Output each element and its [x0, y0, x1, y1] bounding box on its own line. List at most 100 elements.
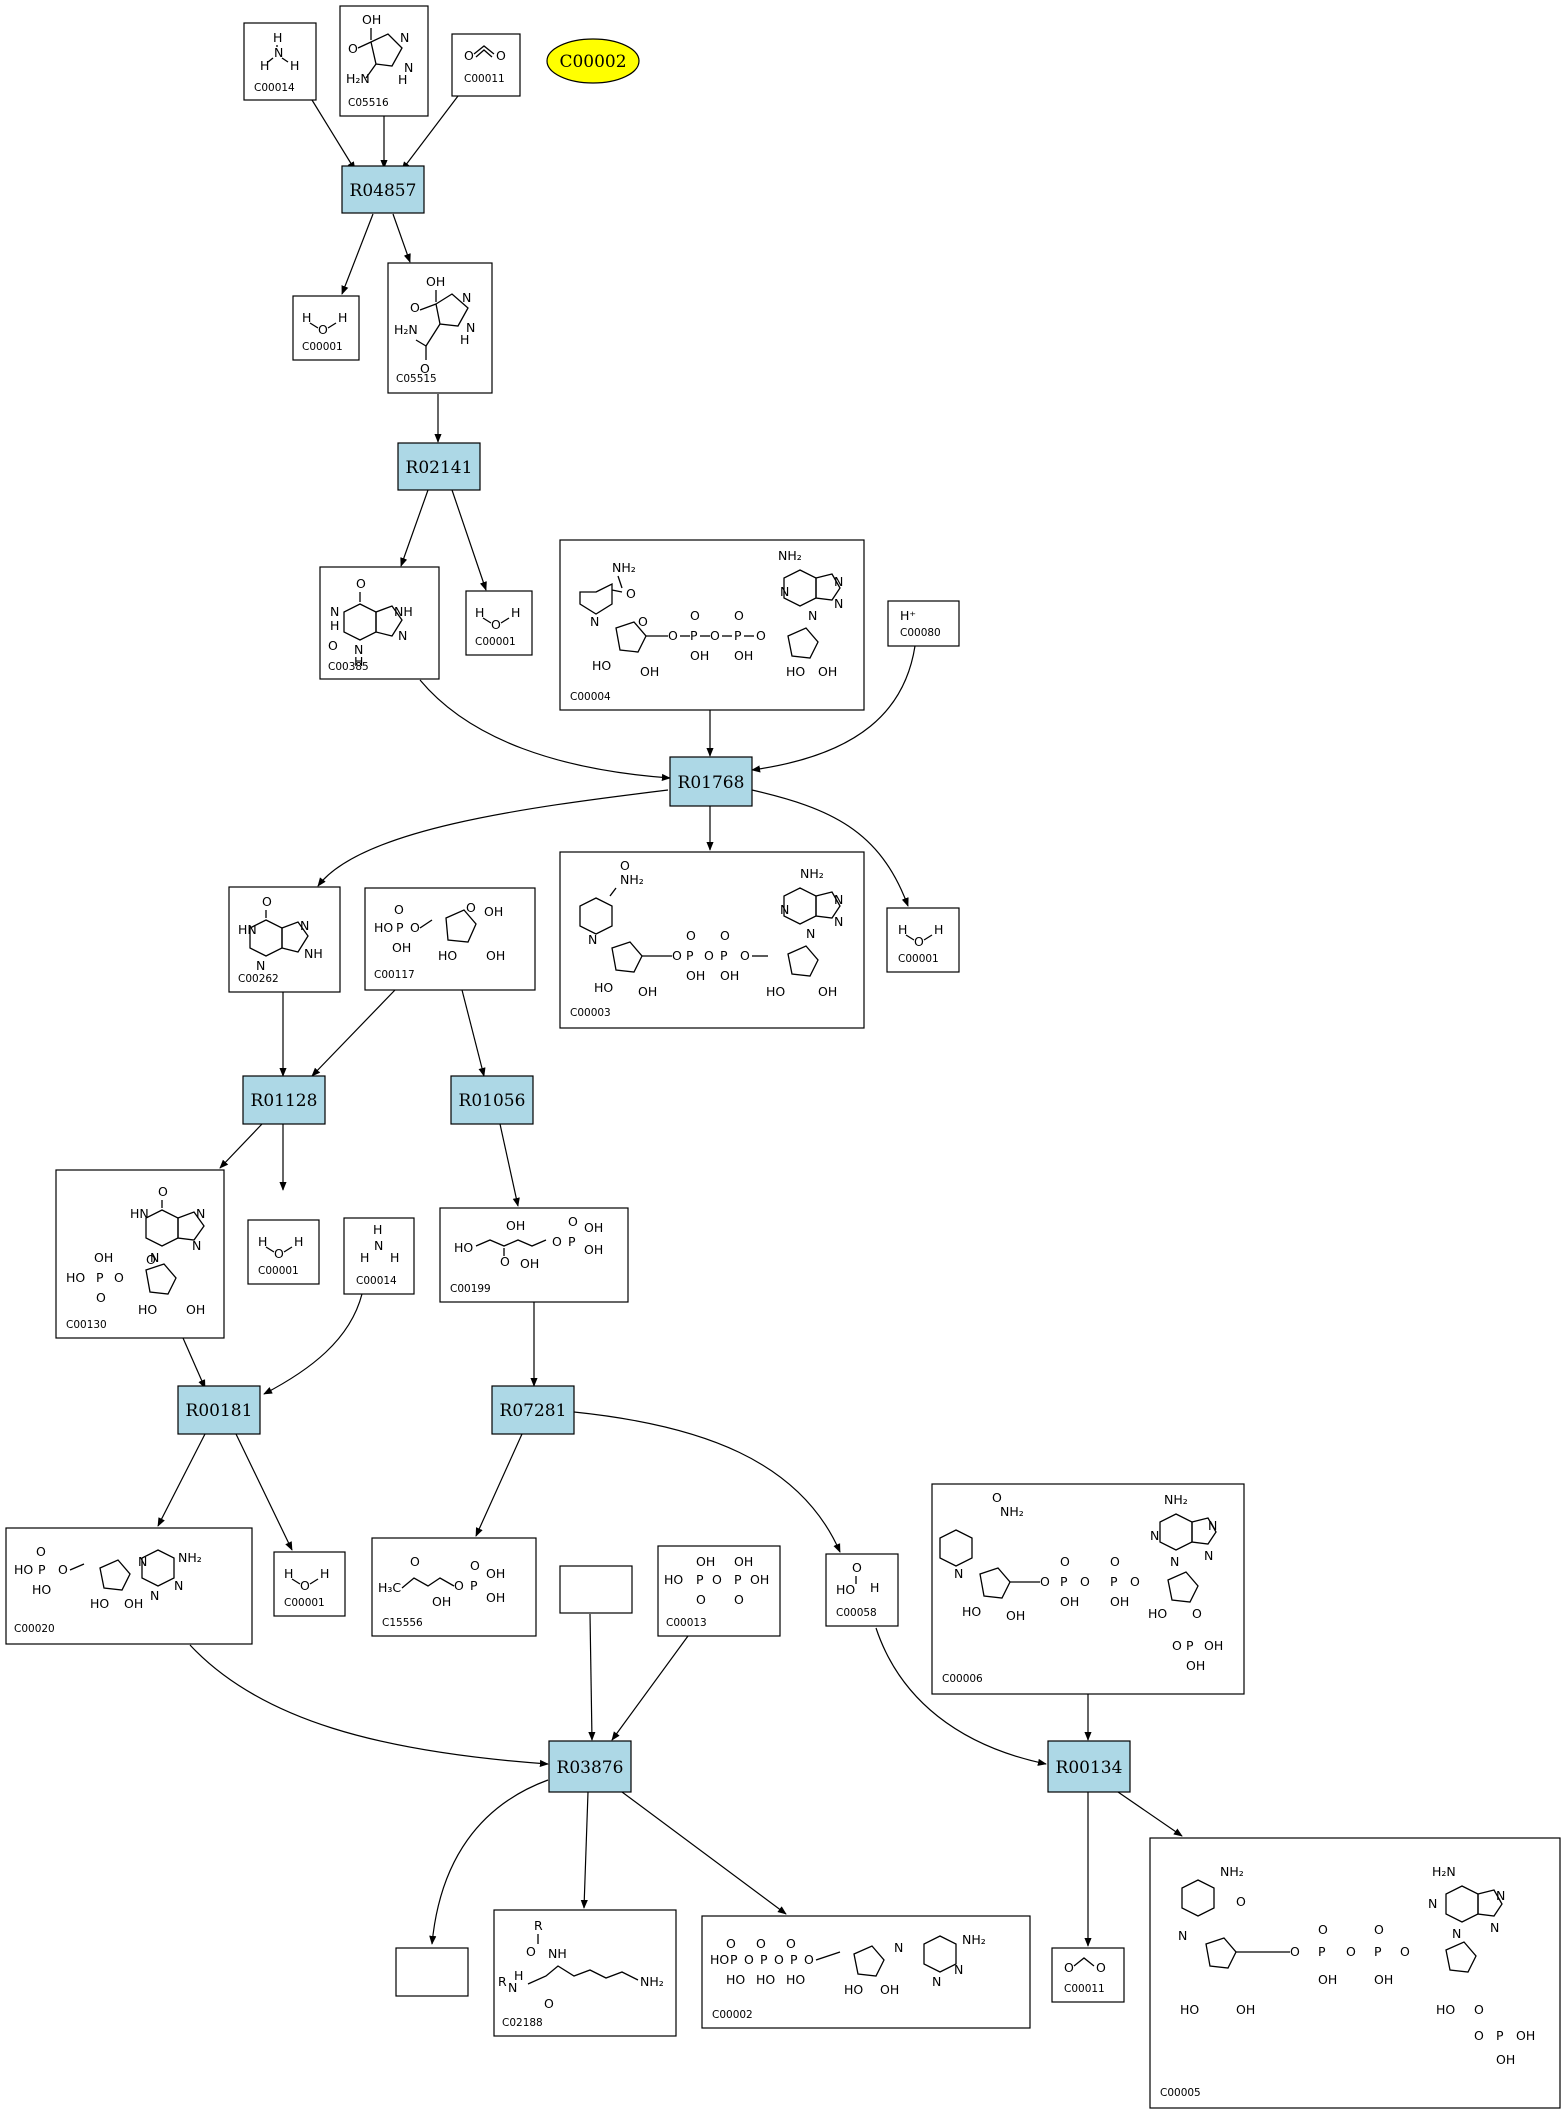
svg-text:N: N: [1452, 1926, 1461, 1941]
svg-text:O: O: [756, 628, 766, 643]
reaction-node[interactable]: R01128: [242, 1075, 326, 1125]
svg-text:O: O: [348, 41, 358, 56]
svg-text:O: O: [491, 617, 501, 632]
svg-text:O: O: [1172, 1638, 1182, 1653]
compound-node[interactable]: HOH C00001: [247, 1219, 320, 1285]
compound-node[interactable]: H⁺ C00080: [887, 600, 960, 647]
reaction-node[interactable]: R04857: [341, 165, 425, 214]
svg-text:O: O: [544, 1996, 554, 2011]
svg-text:O: O: [464, 48, 474, 63]
svg-text:NH₂: NH₂: [800, 866, 824, 881]
edge: [751, 645, 916, 773]
edge: [157, 1433, 206, 1527]
svg-text:HO: HO: [66, 1270, 85, 1285]
svg-text:OH: OH: [1060, 1594, 1079, 1609]
compound-node[interactable]: OH O NHN H₂N C05516: [339, 5, 429, 117]
compound-node[interactable]: O HNN NNH C00262: [228, 886, 341, 993]
svg-text:H: H: [373, 1222, 382, 1237]
reaction-node[interactable]: R01056: [450, 1075, 534, 1125]
reaction-node[interactable]: R03876: [548, 1740, 632, 1793]
svg-text:O: O: [710, 628, 720, 643]
svg-text:O: O: [1290, 1944, 1300, 1959]
reaction-label: R01056: [459, 1091, 526, 1111]
svg-text:P: P: [1186, 1638, 1194, 1653]
reaction-node[interactable]: R07281: [491, 1385, 575, 1435]
svg-text:OH: OH: [484, 904, 503, 919]
svg-text:N: N: [192, 1238, 201, 1253]
svg-text:OH: OH: [818, 984, 837, 999]
svg-text:HO: HO: [1180, 2002, 1199, 2017]
svg-text:OH: OH: [1374, 1972, 1393, 1987]
compound-id: C00117: [374, 969, 415, 981]
reaction-label: R00181: [186, 1401, 253, 1421]
svg-text:O: O: [734, 608, 744, 623]
svg-text:O: O: [720, 928, 730, 943]
reaction-node[interactable]: R02141: [397, 442, 481, 491]
svg-text:NH₂: NH₂: [1164, 1492, 1188, 1507]
svg-text:O: O: [318, 322, 328, 337]
svg-text:N: N: [150, 1588, 159, 1603]
compound-node[interactable]: HOH C00001: [465, 590, 533, 656]
svg-text:N: N: [174, 1578, 183, 1593]
reaction-node[interactable]: R00134: [1047, 1740, 1131, 1793]
svg-text:O: O: [274, 1246, 284, 1261]
reaction-node[interactable]: R00181: [177, 1385, 261, 1435]
svg-text:OH: OH: [506, 1218, 525, 1233]
svg-text:OH: OH: [1186, 1658, 1205, 1673]
edge: [235, 1433, 293, 1551]
compound-id: C00130: [66, 1319, 107, 1331]
svg-text:O: O: [626, 586, 636, 601]
svg-text:N: N: [894, 1940, 903, 1955]
svg-text:NH₂: NH₂: [778, 548, 802, 563]
svg-text:N: N: [780, 584, 789, 599]
svg-text:O: O: [1080, 1574, 1090, 1589]
edge: [611, 1635, 689, 1741]
svg-text:HO: HO: [664, 1572, 683, 1587]
svg-text:N: N: [398, 628, 407, 643]
svg-text:P: P: [38, 1562, 46, 1577]
svg-text:N: N: [1208, 1518, 1217, 1533]
svg-text:O: O: [1060, 1554, 1070, 1569]
svg-text:P: P: [734, 628, 742, 643]
compound-node[interactable]: OH O NHN H₂N O C05515: [387, 262, 493, 394]
reaction-node[interactable]: R01768: [669, 756, 753, 807]
compound-id: C00020: [14, 1623, 55, 1635]
compound-node[interactable]: HOH C00001: [886, 907, 960, 973]
svg-text:HN: HN: [130, 1206, 149, 1221]
empty-node[interactable]: [395, 1947, 469, 1997]
edge: [311, 989, 396, 1077]
svg-text:O: O: [552, 1234, 562, 1249]
svg-text:O: O: [756, 1936, 766, 1951]
edge: [580, 1791, 589, 1909]
compound-node[interactable]: HOH C00001: [292, 295, 360, 361]
compound-id: C00014: [356, 1275, 397, 1287]
compound-node[interactable]: HOH C00001: [273, 1551, 346, 1617]
svg-text:OH: OH: [638, 984, 657, 999]
svg-text:O: O: [786, 1936, 796, 1951]
svg-text:P: P: [96, 1270, 104, 1285]
highlighted-compound-node[interactable]: C00002: [546, 38, 640, 84]
svg-text:HO: HO: [14, 1562, 33, 1577]
empty-node[interactable]: [559, 1565, 633, 1614]
